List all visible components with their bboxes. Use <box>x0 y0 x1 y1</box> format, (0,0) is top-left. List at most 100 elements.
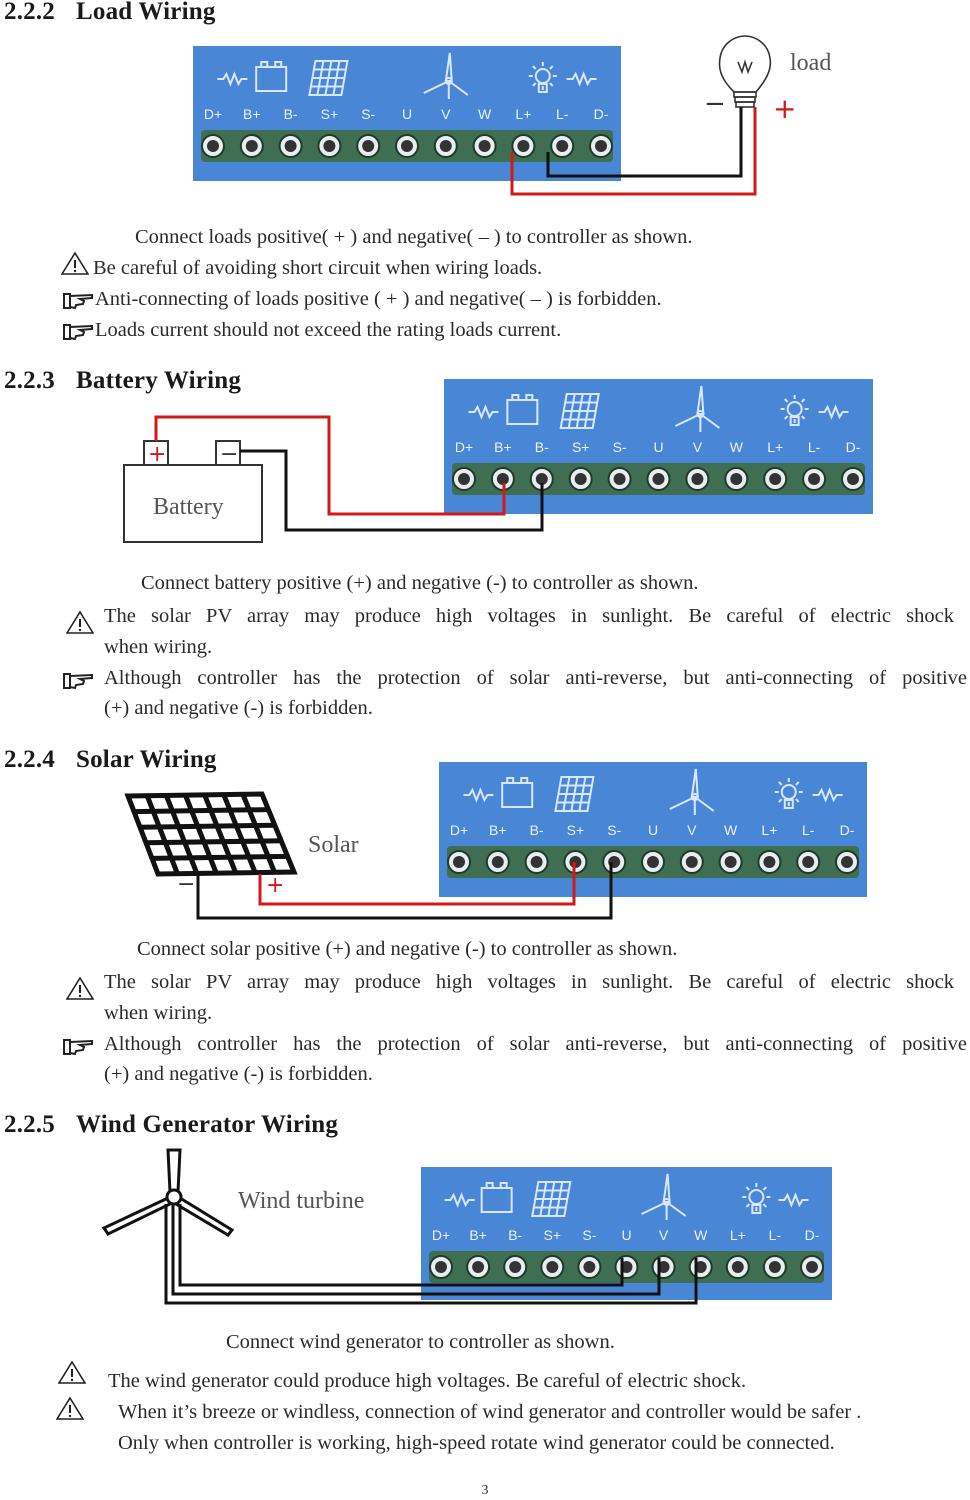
solar-panel-icon <box>559 393 600 429</box>
load-line-1: Connect loads positive( + ) and negative… <box>135 226 693 248</box>
terminal-label: B+ <box>489 822 507 838</box>
warning-triangle-icon <box>56 1396 84 1420</box>
resistor-icon <box>566 71 597 87</box>
terminal-label: S+ <box>321 106 339 122</box>
battery-icon <box>255 61 288 92</box>
terminal-label: D+ <box>432 1227 450 1243</box>
wind-line-3: When it’s breeze or windless, connection… <box>118 1401 862 1423</box>
terminal-label: D+ <box>204 106 222 122</box>
terminal-label: W <box>478 106 492 122</box>
wind-turbine-icon <box>669 768 715 815</box>
lamp-icon <box>780 395 809 426</box>
lamp-icon <box>718 35 772 108</box>
section-heading-load: 2.2.2 Load Wiring <box>4 0 216 26</box>
terminal-label: U <box>621 1227 631 1243</box>
terminal-label: D- <box>805 1227 820 1243</box>
load-negative-wire <box>546 107 743 178</box>
battery-icon <box>123 440 263 543</box>
lamp-icon <box>774 778 803 809</box>
pointing-hand-icon <box>63 293 93 310</box>
terminal-label: L- <box>802 822 815 838</box>
solar-panel-icon <box>554 776 595 812</box>
warning-triangle-icon <box>61 251 89 275</box>
solar-line-2: The solar PV array may produce high volt… <box>104 971 954 993</box>
load-line-2: Be careful of avoiding short circuit whe… <box>93 257 543 279</box>
terminal-label: L+ <box>515 106 531 122</box>
solar-minus-sign: − <box>177 872 195 897</box>
terminal-label: B+ <box>469 1227 487 1243</box>
terminal-label: U <box>402 106 412 122</box>
resistor-icon <box>778 1192 809 1208</box>
terminal-label: L+ <box>767 439 783 455</box>
solar-label: Solar <box>308 832 359 858</box>
wind-turbine-icon <box>101 1148 235 1237</box>
wind-turbine-icon <box>423 52 469 99</box>
section-number: 2.2.3 <box>4 367 55 394</box>
battery-icon <box>480 1182 513 1213</box>
terminal-label: B- <box>530 822 544 838</box>
load-line-3: Anti-connecting of loads positive ( + ) … <box>95 288 662 310</box>
terminal-label: S+ <box>544 1227 562 1243</box>
wind-turbine-icon <box>674 385 720 432</box>
section-heading-solar: 2.2.4 Solar Wiring <box>4 746 217 774</box>
terminal-label: D+ <box>455 439 473 455</box>
terminal-label: W <box>724 822 738 838</box>
solar-line-1: Connect solar positive (+) and negative … <box>137 938 678 960</box>
terminal-label: S- <box>613 439 627 455</box>
terminal-label: L- <box>769 1227 782 1243</box>
warning-triangle-icon <box>66 976 94 1000</box>
battery-line-2: The solar PV array may produce high volt… <box>104 605 954 627</box>
battery-negative-wire <box>240 449 544 532</box>
load-label: load <box>790 50 831 76</box>
battery-line-3: when wiring. <box>104 636 213 658</box>
resistor-icon <box>818 404 849 420</box>
terminal-label: D+ <box>450 822 468 838</box>
wind-line-2: The wind generator could produce high vo… <box>108 1370 747 1392</box>
terminal-label: L- <box>808 439 821 455</box>
load-positive-wire <box>510 107 757 196</box>
battery-minus-sign: − <box>220 442 238 467</box>
terminal-label: S- <box>607 822 621 838</box>
battery-icon <box>506 394 539 425</box>
section-title: Battery Wiring <box>76 367 242 394</box>
terminal-label: U <box>648 822 658 838</box>
battery-line-5: (+) and negative (-) is forbidden. <box>104 697 373 719</box>
resistor-icon <box>463 787 494 803</box>
section-number: 2.2.2 <box>4 0 55 25</box>
battery-line-4: Although controller has the protection o… <box>104 667 967 689</box>
pointing-hand-icon <box>63 324 93 341</box>
lamp-icon <box>528 62 557 93</box>
resistor-icon <box>444 1192 475 1208</box>
solar-panel-icon <box>124 791 298 877</box>
section-title: Solar Wiring <box>76 746 217 773</box>
warning-triangle-icon <box>66 610 94 634</box>
section-number: 2.2.4 <box>4 746 55 773</box>
terminal-label: D- <box>846 439 861 455</box>
section-number: 2.2.5 <box>4 1111 55 1138</box>
terminal-label: S+ <box>572 439 590 455</box>
terminal-label: B+ <box>243 106 261 122</box>
terminal-label: V <box>659 1227 669 1243</box>
wind-wire-u <box>178 1204 624 1287</box>
wind-line-4: Only when controller is working, high-sp… <box>118 1432 835 1454</box>
terminal-label: L+ <box>730 1227 746 1243</box>
terminal-label: W <box>730 439 744 455</box>
terminal-label: B+ <box>494 439 512 455</box>
terminal-label: V <box>687 822 697 838</box>
terminal-label: B- <box>508 1227 522 1243</box>
page-number: 3 <box>481 1483 489 1498</box>
solar-line-3: when wiring. <box>104 1002 213 1024</box>
load-line-4: Loads current should not exceed the rati… <box>95 319 562 341</box>
terminal-label: B- <box>284 106 298 122</box>
section-title: Load Wiring <box>76 0 216 25</box>
terminal-label: S- <box>361 106 375 122</box>
pointing-hand-icon <box>63 673 93 690</box>
